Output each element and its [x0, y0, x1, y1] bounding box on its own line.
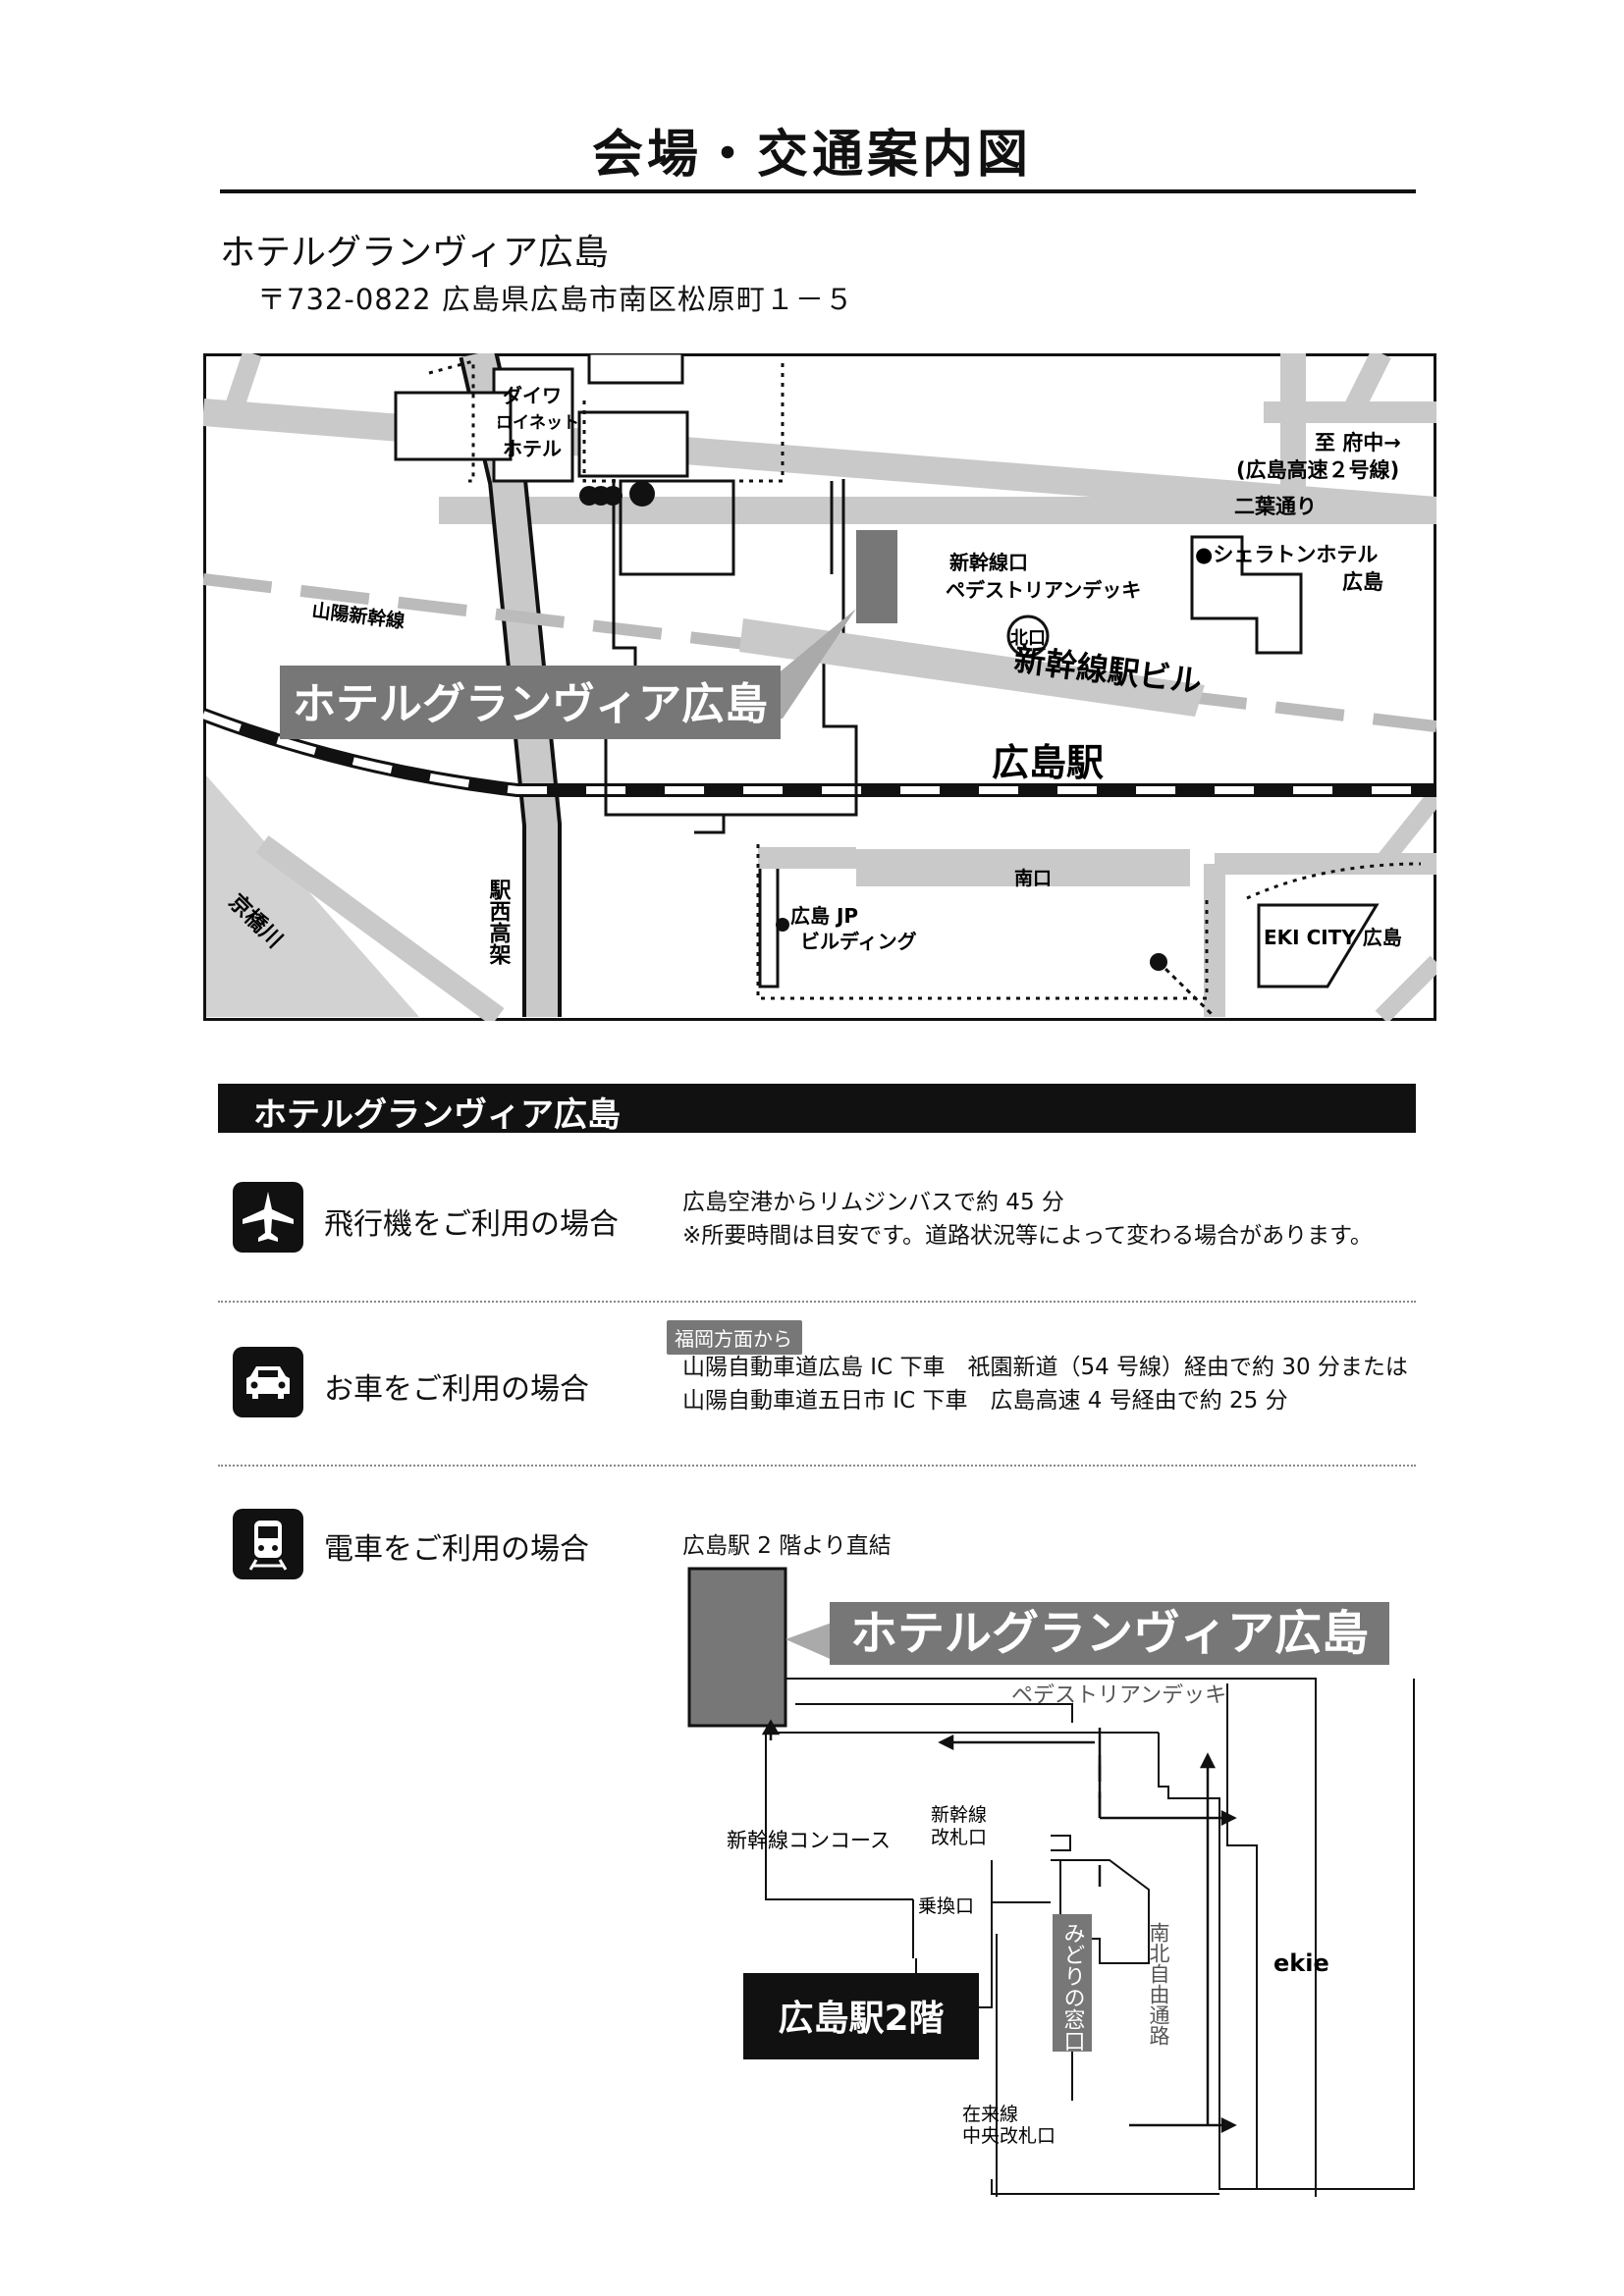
ekicity-building: [1257, 903, 1380, 988]
south-exit-label: 南口: [1014, 868, 1052, 889]
car-label: お車をご利用の場合: [324, 1372, 589, 1407]
shinkansen-gate-label-2: 改札口: [931, 1827, 987, 1848]
floor-outlines: [765, 1678, 1415, 2197]
jp-building-label-2: ビルディング: [800, 930, 917, 953]
route-arrows: [761, 1719, 1237, 2134]
access-section-title: ホテルグランヴィア広島: [253, 1095, 621, 1135]
hotel-callout-pointer: [724, 609, 856, 719]
pedestrian-deck-label: ペデストリアンデッキ: [1011, 1683, 1226, 1708]
north-south-passage-label: 南北自由通路: [1147, 1922, 1170, 2046]
diagram-hotel-label: ホテルグランヴィア広島: [850, 1606, 1369, 1661]
diagram-hotel-box: [830, 1602, 1389, 1665]
ekie-label: ekie: [1273, 1949, 1329, 1977]
plane-label: 飛行機をご利用の場合: [324, 1207, 619, 1242]
sheraton-label-1: ●シェラトンホテル: [1195, 543, 1378, 566]
sheraton-label-2: 広島: [1342, 570, 1383, 594]
hotel-callout-label: ホテルグランヴィア広島: [293, 679, 768, 729]
ekicity-label: EKI CITY 広島: [1264, 926, 1402, 949]
dotted-outlines: [428, 359, 1422, 1000]
floor-label-box: [743, 1973, 979, 2059]
area-map: ホテルグランヴィア広島 北口 新幹線駅ビル 広島駅 山陽新幹線 二葉通り 至 府…: [203, 353, 1436, 1021]
ekinishi-koka-label: 駅西高架: [486, 879, 512, 966]
station-floor-diagram: ホテルグランヴィア広島 みどりの窓口 広島駅2階 ペデストリアンデッキ 新幹線コ…: [687, 1567, 1415, 2197]
row-divider: [218, 1301, 1416, 1303]
hotel-block: [856, 530, 897, 623]
to-fuchu-label: 至 府中→: [1315, 431, 1401, 454]
jp-building-label-1: 広島 JP: [790, 904, 858, 928]
floor-label: 広島駅2階: [778, 1999, 944, 2039]
north-exit-label: 北口: [1010, 628, 1046, 649]
transfer-gate-label: 乗換口: [918, 1896, 974, 1917]
hotel-address: 〒732-0822 広島県広島市南区松原町１－５: [257, 283, 854, 316]
conventional-gate-label-2: 中央改札口: [962, 2125, 1056, 2147]
hotel-callout-box: [280, 666, 781, 739]
car-line-1: 山陽自動車道広島 IC 下車 祇園新道（54 号線）経由で約 30 分または: [682, 1355, 1408, 1380]
train-line-1: 広島駅 2 階より直結: [682, 1533, 892, 1559]
shinkansen-building: [739, 618, 1205, 717]
daiwa-label-3: ホテル: [503, 437, 562, 460]
car-line-2: 山陽自動車道五日市 IC 下車 広島高速 4 号経由で約 25 分: [682, 1388, 1288, 1414]
shinkansen-gate-label-1: 新幹線: [931, 1804, 987, 1826]
concourse-label: 新幹線コンコース: [727, 1829, 891, 1852]
diagram-hotel-block: [687, 1567, 787, 1728]
expressway-label: (広島高速２号線): [1236, 458, 1399, 482]
conventional-gate-label-1: 在来線: [962, 2104, 1018, 2125]
page-title: 会場・交通案内図: [591, 126, 1032, 185]
station-label: 広島駅: [992, 741, 1104, 784]
plane-line-1: 広島空港からリムジンバスで約 45 分: [682, 1190, 1064, 1215]
shinkansen-exit-label-1: 新幹線口: [949, 551, 1028, 574]
north-exit-marker: [1006, 614, 1050, 658]
futaba-dori-label: 二葉通り: [1234, 495, 1317, 518]
river-area: [206, 775, 419, 1017]
access-section-bar: [218, 1084, 1416, 1133]
train-label: 電車をご利用の場合: [324, 1532, 589, 1567]
midori-madoguchi-box: [1053, 1914, 1092, 2052]
title-divider: [220, 189, 1416, 193]
daiwa-label-2: ロイネット: [496, 413, 579, 433]
car-icon: [233, 1347, 303, 1417]
hotel-name: ホテルグランヴィア広島: [220, 233, 610, 273]
south-exit-bar: [856, 849, 1190, 886]
train-icon: [233, 1509, 303, 1579]
bus-stop-icons: [579, 481, 655, 507]
car-origin-tag: 福岡方面から: [667, 1320, 802, 1355]
row-divider: [218, 1465, 1416, 1467]
daiwa-label-1: ダイワ: [503, 384, 562, 407]
midori-madoguchi-label: みどりの窓口: [1060, 1922, 1085, 2052]
airplane-icon: [233, 1182, 303, 1253]
shinkansen-exit-label-2: ペデストリアンデッキ: [946, 578, 1141, 602]
sheraton-building: [1190, 535, 1303, 655]
buildings: [394, 353, 1380, 988]
road-chars-label: 荒神: [476, 416, 500, 457]
plane-line-2: ※所要時間は目安です。道路状況等によって変わる場合があります。: [682, 1223, 1373, 1249]
